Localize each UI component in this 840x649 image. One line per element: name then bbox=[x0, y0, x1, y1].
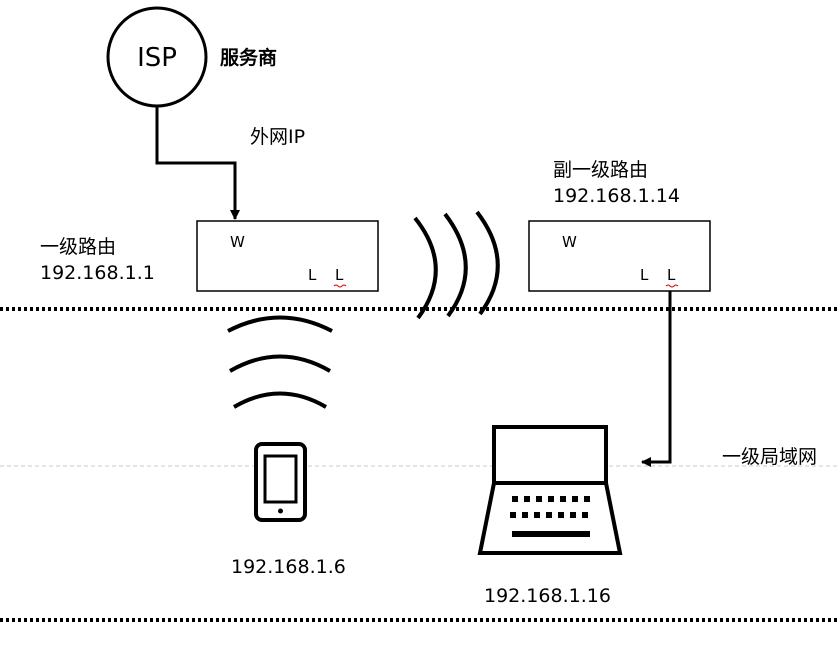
secondary-router-lan-port-2: L bbox=[667, 266, 676, 284]
secondary-router-lan-port-1: L bbox=[640, 266, 649, 284]
primary-router-lan-port-1: L bbox=[308, 266, 317, 284]
phone-wifi-signal bbox=[227, 315, 333, 409]
isp-provider-label: 服务商 bbox=[220, 46, 277, 69]
laptop-icon bbox=[477, 425, 623, 555]
primary-router-name: 一级路由 bbox=[40, 236, 116, 258]
isp-circle-label: ISP bbox=[137, 43, 177, 73]
wan-link-label: 外网IP bbox=[250, 126, 305, 148]
secondary-router-wan-port: W bbox=[562, 233, 577, 251]
smartphone-icon bbox=[254, 442, 307, 522]
lan-cable-link bbox=[641, 291, 672, 467]
secondary-router-lan-underline bbox=[665, 284, 679, 288]
primary-router-ip: 192.168.1.1 bbox=[40, 262, 155, 284]
lan-label: 一级局域网 bbox=[722, 446, 817, 468]
primary-router-lan-port-2: L bbox=[335, 266, 344, 284]
phone-ip: 192.168.1.6 bbox=[231, 556, 346, 578]
secondary-router-ip: 192.168.1.14 bbox=[553, 185, 680, 207]
primary-router-box bbox=[196, 220, 379, 292]
secondary-router-box bbox=[528, 220, 711, 292]
primary-router-lan-underline bbox=[333, 284, 347, 288]
wan-link bbox=[155, 106, 240, 220]
secondary-router-name: 副一级路由 bbox=[553, 159, 648, 181]
primary-router-wan-port: W bbox=[230, 233, 245, 251]
bridge-wifi-signal bbox=[413, 210, 500, 320]
laptop-ip: 192.168.1.16 bbox=[484, 585, 611, 607]
